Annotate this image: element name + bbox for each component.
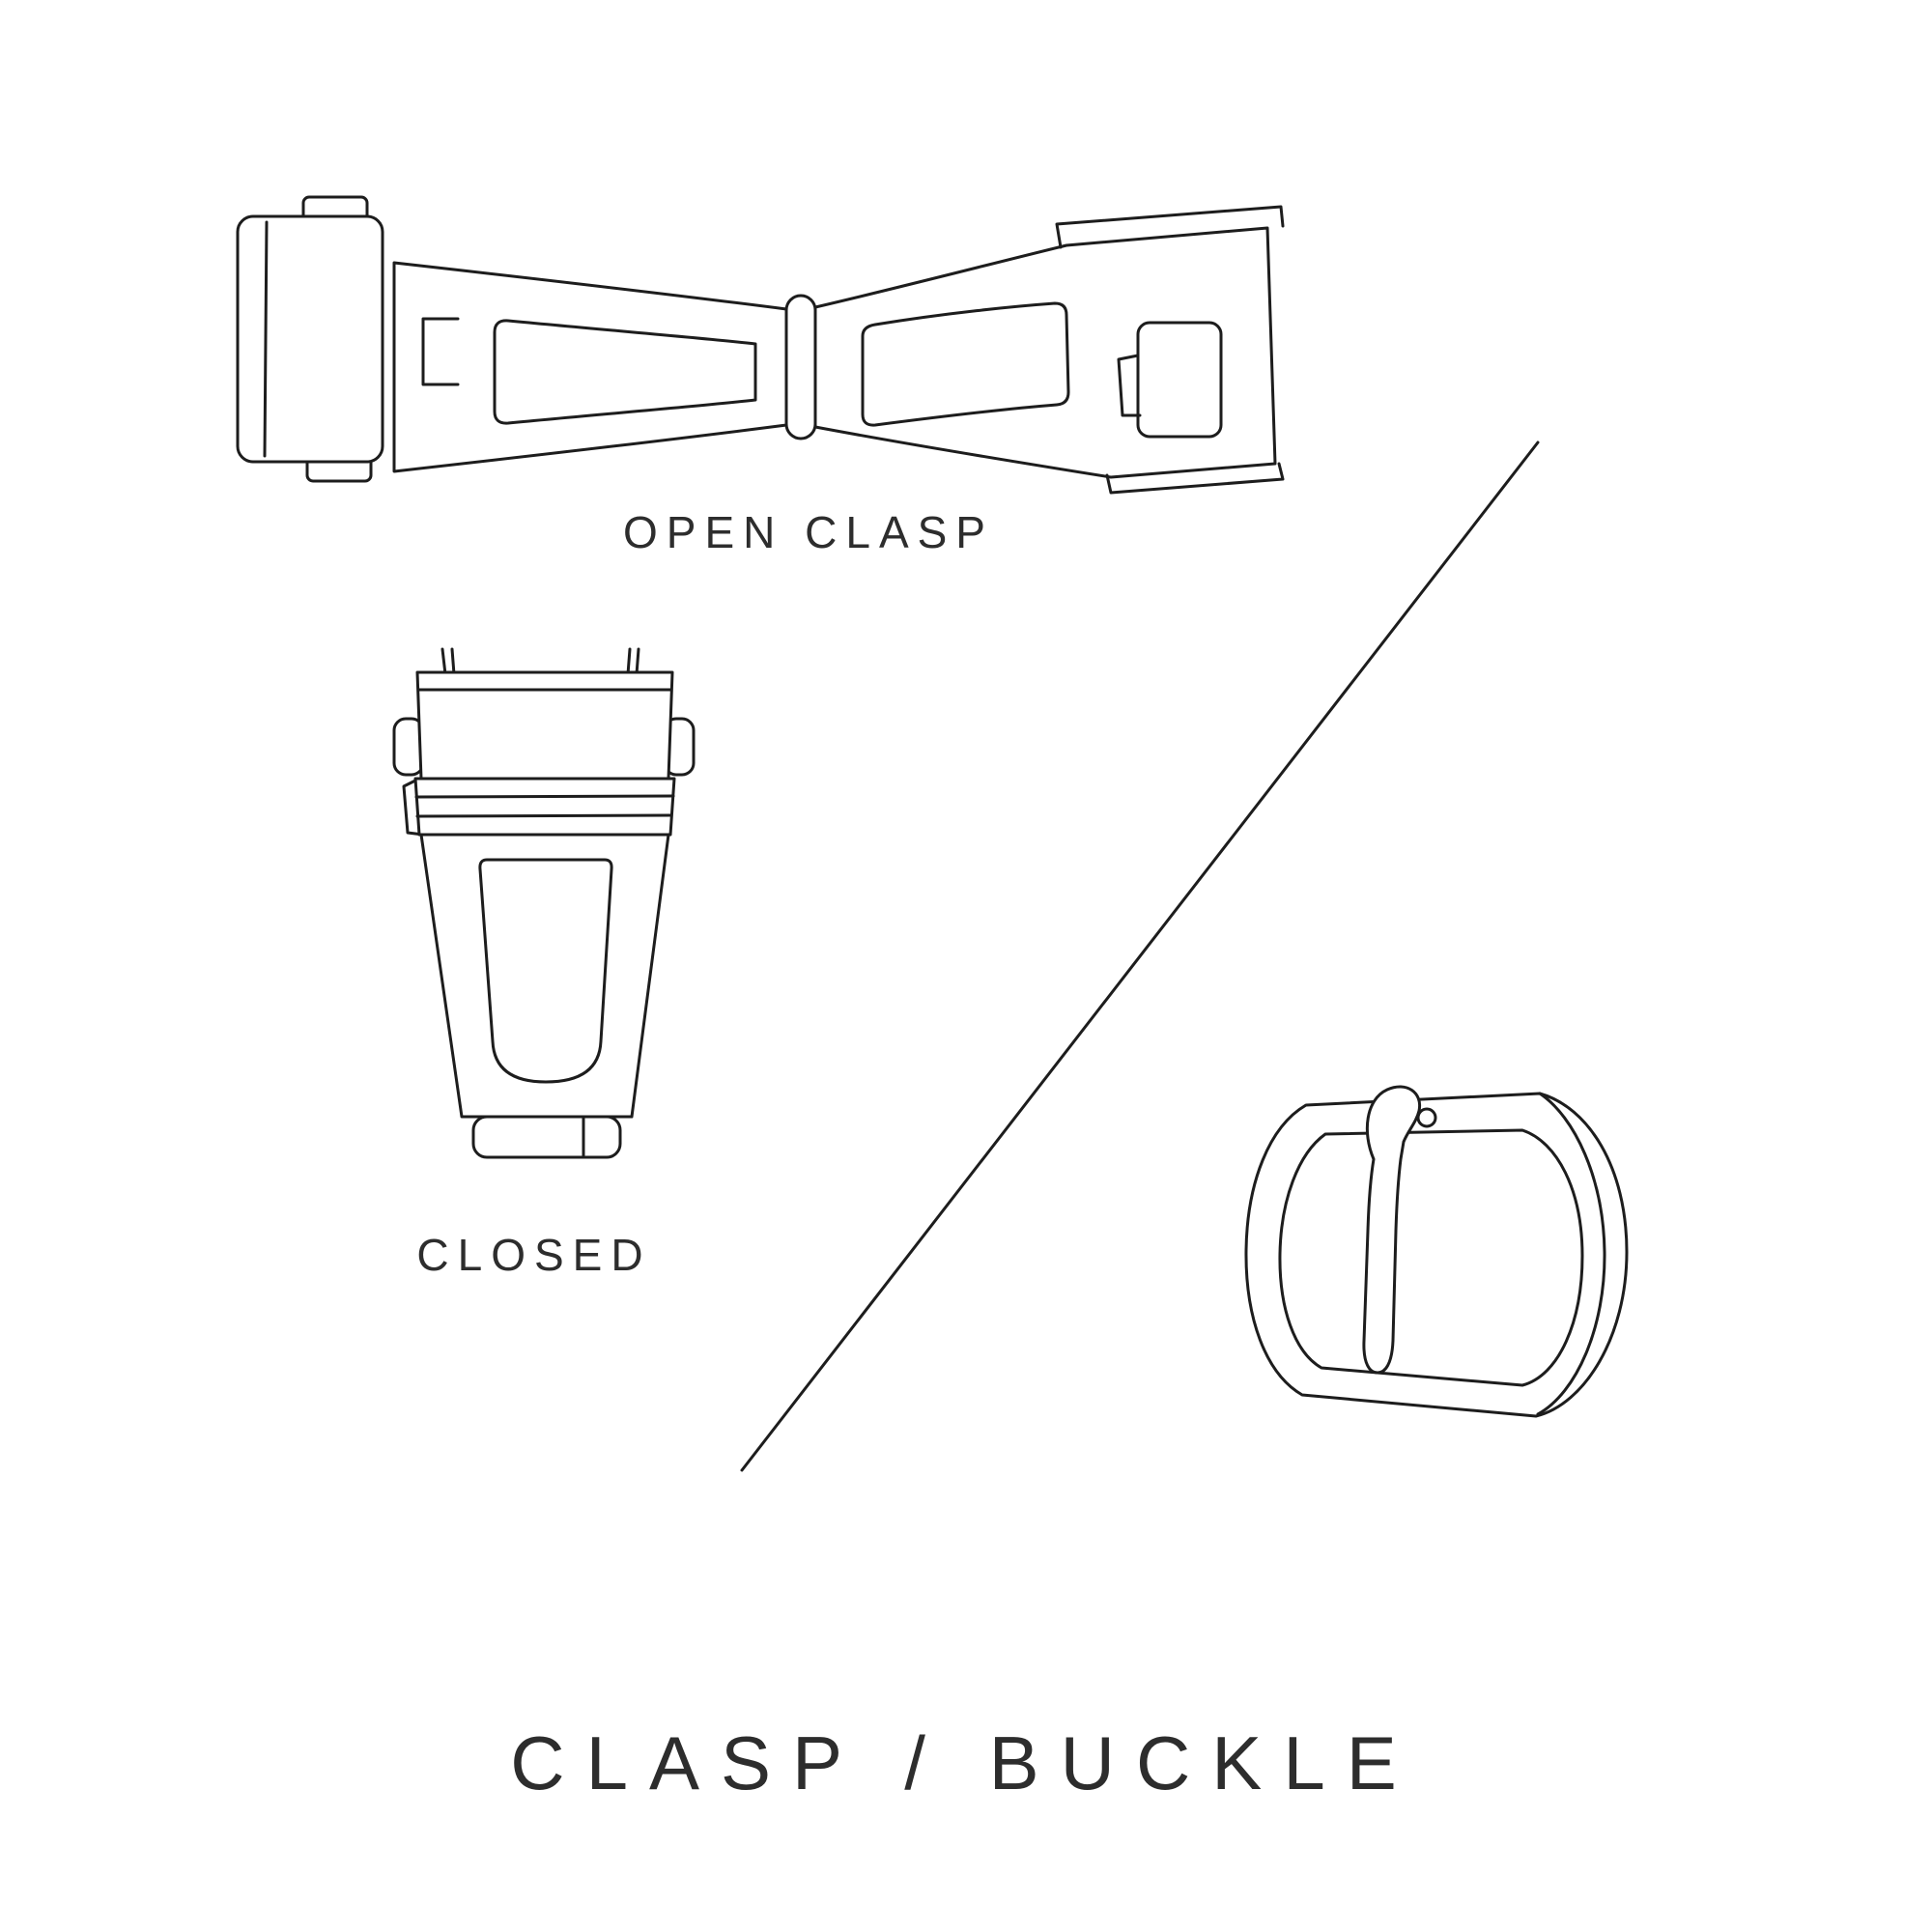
tang-buckle-drawing xyxy=(1244,1085,1629,1418)
open-clasp-label: OPEN CLASP xyxy=(623,507,994,557)
page-title: CLASP / BUCKLE xyxy=(510,1720,1418,1805)
open-clasp-illustration xyxy=(222,184,1299,502)
divider-line-drawing xyxy=(740,440,1540,1472)
closed-clasp-illustration xyxy=(384,645,703,1196)
divider-line xyxy=(734,435,1546,1478)
buckle-illustration xyxy=(1227,1074,1642,1432)
closed-clasp-drawing xyxy=(392,647,696,1159)
closed-clasp-label: CLOSED xyxy=(416,1230,652,1280)
open-clasp-drawing xyxy=(236,195,1285,495)
